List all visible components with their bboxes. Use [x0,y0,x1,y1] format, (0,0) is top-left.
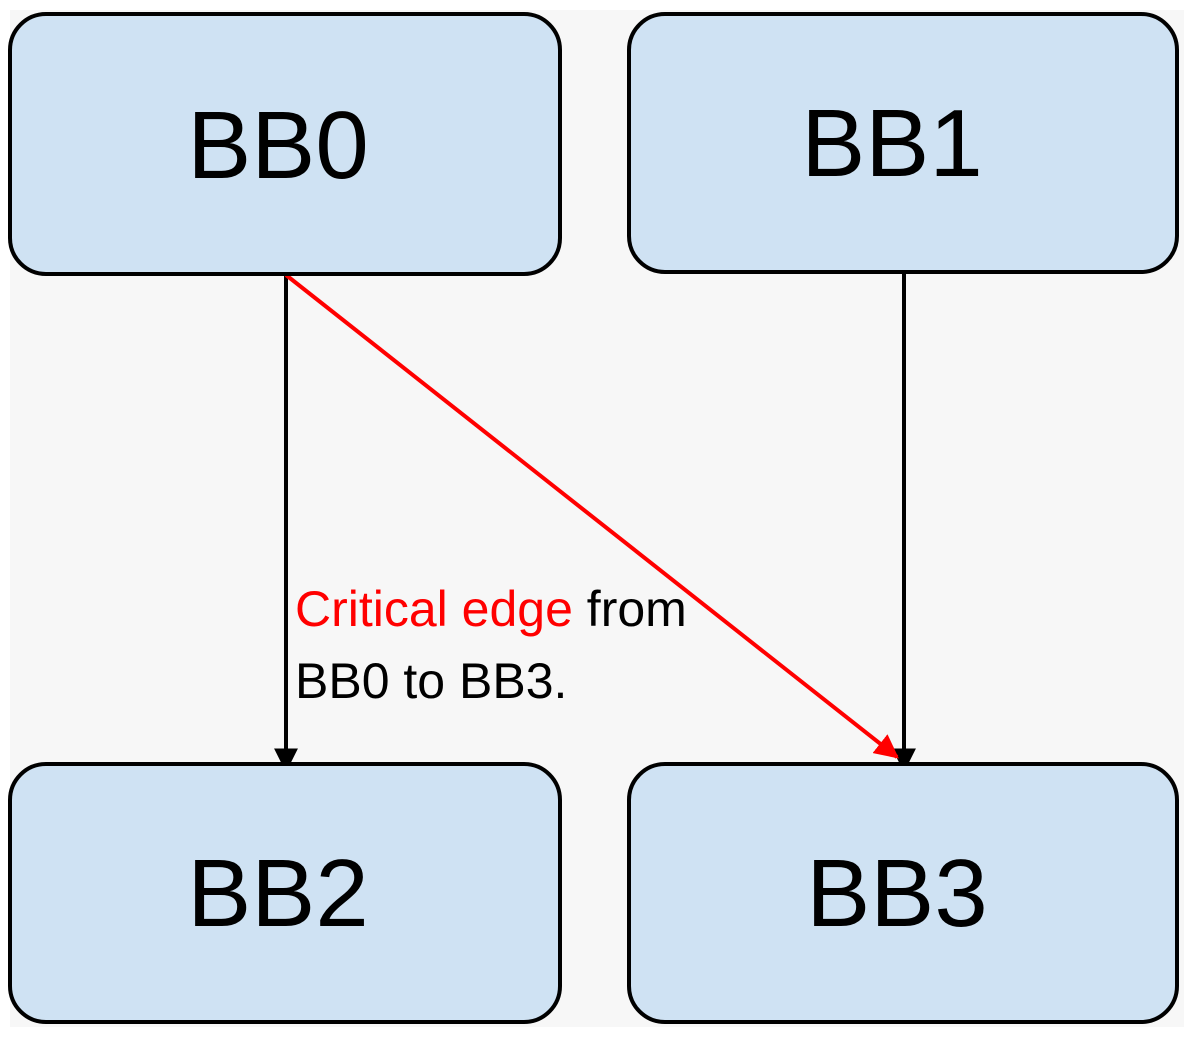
annotation-critical-edge-highlight: Critical edge [295,581,573,637]
node-bb3-label: BB3 [806,840,987,947]
node-bb2-label: BB2 [187,840,368,947]
node-bb0-box [8,12,562,276]
annotation-line-1: Critical edge from [295,581,687,637]
node-bb0-label: BB0 [187,92,368,199]
node-bb3: BB3 [627,762,1179,1024]
node-bb1-box [627,12,1179,274]
node-bb1: BB1 [627,12,1179,274]
critical-edge-bb0-to-bb3 [284,273,899,759]
node-bb1-label: BB1 [801,90,982,197]
node-bb3-box [627,762,1179,1024]
node-bb2: BB2 [8,762,562,1024]
node-bb2-box [8,762,562,1024]
annotation-line-1-rest: from [573,581,687,637]
node-bb0: BB0 [8,12,562,276]
annotation-line-2: BB0 to BB3. [295,653,567,709]
